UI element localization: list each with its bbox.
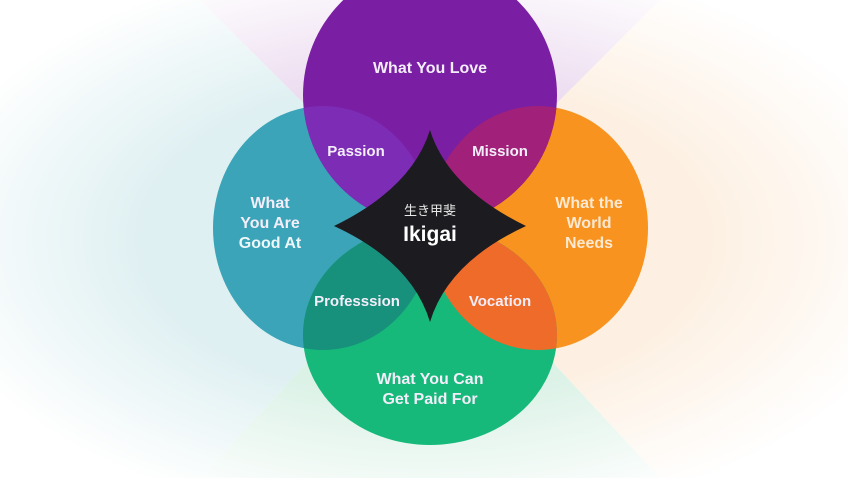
label-paid-for-1: What You Can (377, 371, 484, 388)
ikigai-core (334, 130, 526, 322)
label-ikigai: Ikigai (403, 223, 457, 246)
label-ikigai-japanese: 生き甲斐 (404, 204, 456, 219)
label-world-needs-3: Needs (565, 235, 613, 252)
label-mission: Mission (472, 143, 528, 160)
label-paid-for-2: Get Paid For (382, 391, 477, 408)
label-profession: Professsion (314, 293, 400, 310)
label-good-at-1: What (250, 195, 290, 212)
label-good-at-2: You Are (240, 215, 300, 232)
label-world-needs-2: World (566, 215, 611, 232)
label-vocation: Vocation (469, 293, 531, 310)
label-passion: Passion (327, 143, 385, 160)
label-good-at-3: Good At (239, 235, 302, 252)
label-world-needs-1: What the (555, 195, 623, 212)
label-what-you-love: What You Love (373, 60, 487, 77)
overlap-passion (303, 106, 433, 225)
overlap-mission (428, 106, 557, 225)
